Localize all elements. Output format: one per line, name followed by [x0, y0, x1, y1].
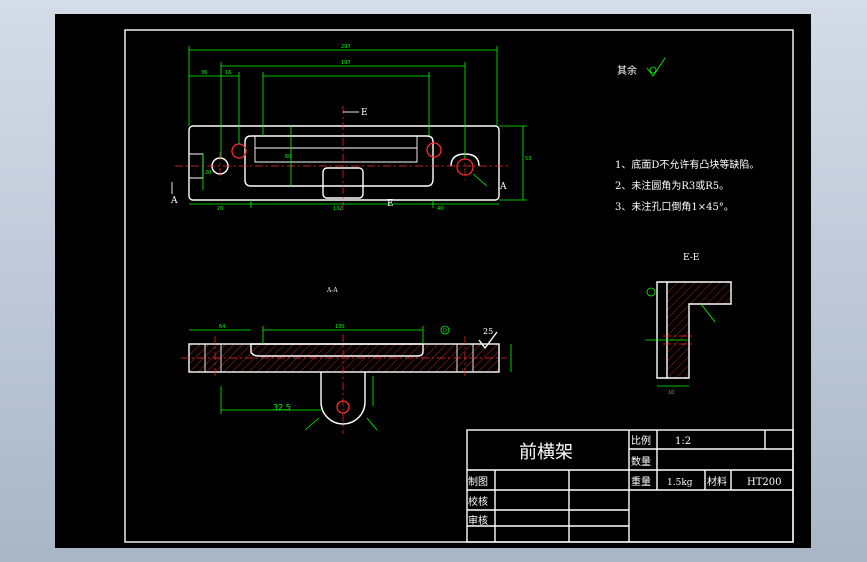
- scale-value: 1:2: [675, 436, 691, 447]
- roughness-check-icon: [646, 57, 666, 77]
- material-label: 材料: [707, 475, 727, 488]
- section-view: 10: [645, 281, 732, 396]
- section-label: E-E: [683, 253, 699, 263]
- dim-rib: 32.5: [273, 403, 291, 412]
- label-a-left: A: [170, 196, 178, 206]
- surface-finish-text: 其余: [617, 64, 637, 77]
- hole-right-red: [426, 142, 442, 158]
- label-aa: A-A: [326, 287, 338, 294]
- weight-label: 重量: [631, 475, 651, 488]
- datum-circle: [440, 325, 450, 335]
- front-view: [181, 334, 507, 434]
- drawn-label: 制图: [468, 475, 488, 488]
- cad-drawing: 297 197 36 16 53 20 60 20 132 40 E E A A…: [124, 29, 794, 543]
- checked-label: 校核: [468, 495, 488, 508]
- dim-section-w: 10: [668, 390, 674, 396]
- hole-left-red: [231, 143, 247, 159]
- weight-value: 1.5kg: [667, 478, 693, 488]
- scale-label: 比例: [631, 434, 651, 447]
- dim-bottom-left: 20: [217, 206, 223, 212]
- note-2: 2、未注圆角为R3或R5。: [615, 179, 729, 192]
- note-1: 1、底面D不允许有凸块等缺陷。: [615, 158, 759, 171]
- label-e-top: E: [361, 108, 368, 118]
- title-block: 前横架 比例 1:2 数量 重量 1.5kg 材料 HT200 制图 校核 审核: [466, 429, 794, 543]
- dim-front-width: 130: [335, 324, 345, 330]
- dim-right-height: 53: [525, 156, 531, 162]
- note-3: 3、未注孔口倒角1×45°。: [615, 200, 734, 213]
- dim-bottom-center: 132: [333, 206, 343, 212]
- surface-finish-note: 其余: [617, 57, 666, 77]
- datum-label: D: [443, 328, 447, 334]
- front-dimensions: 64 130 32.5 D: [189, 324, 512, 431]
- roughness-value: 25: [483, 327, 493, 336]
- drawing-title: 前横架: [519, 442, 573, 463]
- material-value: HT200: [747, 477, 781, 488]
- dim-bottom-right: 40: [437, 206, 443, 212]
- label-e-bottom: E: [387, 199, 394, 209]
- approved-label: 审核: [468, 514, 488, 527]
- label-a-right: A: [499, 182, 507, 192]
- top-view: [171, 106, 511, 210]
- dim-top-left-b: 16: [225, 70, 231, 76]
- dim-top-overall: 297: [341, 44, 351, 50]
- top-dimensions: 297 197 36 16 53 20 60 20 132 40: [188, 44, 531, 212]
- dim-left-b: 20: [205, 170, 211, 176]
- dim-top-second: 197: [341, 60, 351, 66]
- drawing-sheet: 297 197 36 16 53 20 60 20 132 40 E E A A…: [55, 14, 811, 548]
- dim-center-60: 60: [285, 154, 291, 160]
- drawing-frame: [124, 29, 794, 543]
- dim-top-left-a: 36: [201, 70, 207, 76]
- dim-front-left: 64: [219, 324, 225, 330]
- roughness-symbol: 25: [478, 327, 498, 350]
- quantity-label: 数量: [631, 455, 651, 468]
